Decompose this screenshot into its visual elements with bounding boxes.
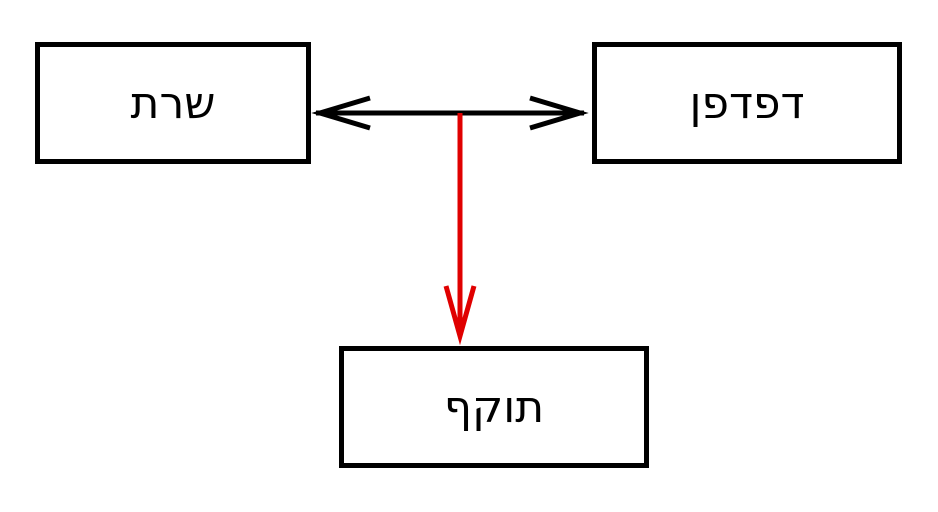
server-box: שרת [35, 42, 311, 164]
server-browser-connection [311, 95, 589, 131]
arrowhead-server [311, 95, 371, 131]
attacker-box: תוקף [339, 346, 649, 468]
arrowhead-browser [529, 95, 589, 131]
browser-label: דפדפן [689, 77, 805, 129]
attacker-label: תוקף [443, 381, 545, 433]
intercept-connection [443, 113, 477, 346]
arrowhead-attacker [443, 285, 477, 346]
browser-box: דפדפן [592, 42, 902, 164]
server-label: שרת [130, 77, 216, 129]
